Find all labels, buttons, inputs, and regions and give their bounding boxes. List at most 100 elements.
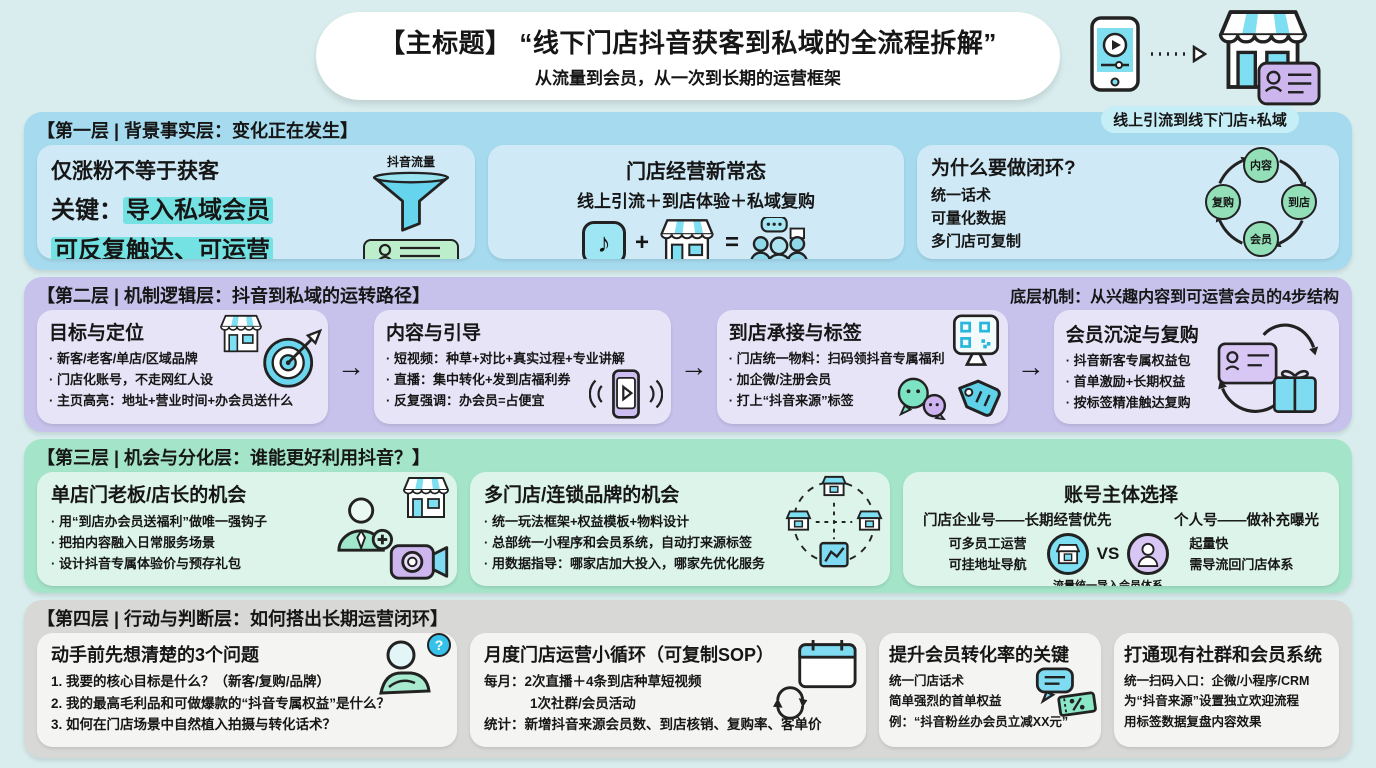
question-item: 1. 我要的核心目标是什么？（新客/复购/品牌） (51, 674, 331, 689)
cycle-node-visit: 到店 (1281, 184, 1317, 220)
card-fans-vs-members: 仅涨粉不等于获客 关键：导入私域会员 可反复触达、可运营 抖音流量 (37, 145, 475, 259)
dotted-arrow-icon (1151, 45, 1207, 63)
key-line: 关键：导入私域会员 (51, 190, 361, 225)
bullet: 抖音新客专属权益包 (1066, 351, 1211, 372)
target-icon (263, 328, 322, 388)
bullet: 统一玩法框架+权益模板+物料设计 (484, 511, 876, 532)
key-prefix: 关键： (51, 197, 123, 224)
bullet: 打上“抖音来源”标签 (729, 391, 996, 412)
card-icons (218, 314, 322, 390)
card-title: 提升会员转化率的关键 (889, 645, 1069, 665)
bullet: 把拍内容融入日常服务场景 (51, 532, 443, 553)
card-title: 单店门老板/店长的机会 (51, 485, 247, 506)
bullet: 短视频：种草+对比+真实过程+专业讲解 (386, 349, 659, 370)
people-group-icon (750, 217, 808, 259)
qr-sign-icon (952, 314, 999, 366)
bullet: 门店化账号，不走网红人设 (49, 370, 316, 391)
person-plus-icon (337, 497, 393, 552)
card-monthly-sop: 月度门店运营小循环（可复制SOP） 每月：2次直播＋4条到店种草短视频 1次社群… (470, 633, 866, 747)
card-title: 动手前先想清楚的3个问题 (51, 645, 260, 665)
statement-line: 仅涨粉不等于获客 (51, 160, 219, 183)
funnel-block: 抖音流量 门店会员卡 (361, 153, 461, 259)
title-banner: 【主标题】 “线下门店抖音获客到私域的全流程拆解” 从流量到会员，从一次到长期的… (316, 12, 1060, 100)
chat-coupon-icon (1035, 667, 1097, 717)
sop-line: 1次社群/会员活动 (530, 695, 636, 711)
layer-4-title: 【第四层 | 行动与判断层：如何搭出长期运营闭环】 (37, 609, 449, 629)
cycle-node-content: 内容 (1243, 147, 1279, 183)
card-title: 门店经营新常态 (626, 161, 766, 183)
card-text: 仅涨粉不等于获客 关键：导入私域会员 可反复触达、可运营 (51, 153, 361, 259)
personal-points: 起量快 需导流回门店体系 (1189, 533, 1293, 576)
page-title: 【主标题】 “线下门店抖音获客到私域的全流程拆解” (379, 28, 997, 58)
bullet: 总部统一小程序和会员系统，自动打来源标签 (484, 532, 876, 553)
calendar-cycle-icon (773, 639, 857, 720)
point: 起量快 (1189, 536, 1229, 551)
question-item: 3. 如何在门店场景中自然植入拍摄与转化话术？ (51, 717, 337, 733)
card-account-choice: 账号主体选择 门店企业号——长期经营优先 个人号——做补充曝光 可多员工运营 可… (903, 472, 1339, 586)
layer-3-cards: 单店门老板/店长的机会 用“到店办会员送福利”做唯一强钩子 把拍内容融入日常服务… (37, 472, 1339, 586)
page-subtitle: 从流量到会员，从一次到长期的运营框架 (535, 69, 841, 88)
bullet: 门店统一物料：扫码领抖音专属福利 (729, 349, 996, 370)
card-title: 目标与定位 (49, 323, 145, 344)
corner-icon-row (1044, 6, 1356, 106)
bullet: 新客/老客/单店/区域品牌 (49, 349, 316, 370)
live-phone-icon (588, 369, 663, 419)
layer-3-title: 【第三层 | 机会与分化层：谁能更好利用抖音？】 (37, 448, 431, 468)
card-subtitle: 线上引流＋到店体验＋私域复购 (577, 192, 815, 211)
member-card-icon (1257, 61, 1321, 106)
system-line: 为“抖音来源”设置独立欢迎流程 (1124, 694, 1300, 709)
card-title: 多门店/连锁品牌的机会 (484, 485, 680, 506)
corner-illustration: 线上引流到线下门店+私域 (1044, 6, 1356, 133)
question-item: 2. 我的最高毛利品和可做爆款的“抖音专属权益”是什么？ (51, 695, 391, 711)
cycle-node-member: 会员 (1243, 221, 1279, 257)
bullet: 加企微/注册会员 (729, 370, 996, 391)
funnel-label: 抖音流量 (386, 155, 435, 169)
layer-3-header: 【第三层 | 机会与分化层：谁能更好利用抖音？】 (37, 444, 1339, 470)
wechat-icon (897, 377, 946, 420)
personal-badge-icon (1127, 533, 1170, 575)
card-title: 账号主体选择 (1063, 485, 1178, 506)
card-new-normal: 门店经营新常态 线上引流＋到店体验＋私域复购 ♪ + (488, 145, 904, 259)
bullet: 设计抖音专属体验价与预存礼包 (51, 553, 443, 574)
flow-arrow: → (1016, 351, 1045, 382)
bullet: 可量化数据 (931, 209, 1007, 227)
card-conversion-key: 提升会员转化率的关键 统一门店话术 简单强烈的首单权益 例：“抖音粉丝办会员立减… (879, 633, 1101, 747)
enterprise-title: 门店企业号——长期经营优先 (923, 513, 1112, 529)
system-line: 统一扫码入口：企微/小程序/CRM (1124, 674, 1310, 688)
card-title: 内容与引导 (386, 323, 482, 344)
card-goal-positioning: 目标与定位 新客/老客/单店/区域品牌 门店化账号，不走网红人设 主页高亮：地址… (37, 310, 328, 424)
layer-3: 【第三层 | 机会与分化层：谁能更好利用抖音？】 单店门老板/店长的机会 用“到… (24, 439, 1352, 593)
enterprise-badge-icon (1046, 533, 1089, 575)
bullet: 首单激励+长期权益 (1066, 372, 1211, 393)
camera-icon (389, 544, 449, 580)
badge-row: VS (1046, 533, 1170, 575)
personal-title: 个人号——做补充曝光 (1174, 513, 1319, 529)
card-three-questions: 动手前先想清楚的3个问题 1. 我要的核心目标是什么？（新客/复购/品牌） 2.… (37, 633, 457, 747)
tag-icon (957, 379, 1001, 417)
formula-icons: ♪ + = (502, 217, 890, 259)
highlight-text: 导入私域会员 (123, 197, 273, 224)
key-line: 统一门店话术 (889, 674, 965, 688)
card-why-loop: 为什么要做闭环? 统一话术 可量化数据 多门店可复制 (917, 145, 1339, 259)
card-text: 为什么要做闭环? 统一话术 可量化数据 多门店可复制 (931, 151, 1205, 254)
card-title: 会员沉淀与复购 (1065, 325, 1199, 347)
account-compare: 可多员工运营 可挂地址导航 VS (917, 533, 1325, 586)
equals-sign: = (725, 229, 740, 256)
store-icon (660, 218, 714, 259)
layer-1-header: 【第一层 | 背景事实层：变化正在发生】 (37, 117, 1339, 143)
layer-4-cards: 动手前先想清楚的3个问题 1. 我要的核心目标是什么？（新客/复购/品牌） 2.… (37, 633, 1339, 747)
bullet: 统一话术 (931, 186, 992, 204)
benefit-line: 可反复触达、可运营 (51, 230, 361, 259)
cycle-diagram-icon: 内容 到店 会员 复购 (1205, 147, 1317, 257)
layer-2-title: 【第二层 | 机制逻辑层：抖音到私域的运转路径】 (37, 286, 431, 306)
bullet: 直播：集中转化+发到店福利券 (386, 370, 659, 391)
card-title: 为什么要做闭环? (931, 157, 1076, 179)
point: 可多员工运营 (948, 536, 1027, 551)
bullet: 用“到店办会员送福利”做唯一强钩子 (51, 511, 443, 532)
enterprise-points: 可多员工运营 可挂地址导航 (949, 533, 1027, 576)
system-line: 用标签数据复盘内容效果 (1124, 714, 1262, 729)
point: 可挂地址导航 (948, 557, 1027, 573)
layer-1-cards: 仅涨粉不等于获客 关键：导入私域会员 可反复触达、可运营 抖音流量 (37, 145, 1339, 259)
card-member-repurchase: 会员沉淀与复购 抖音新客专属权益包 首单激励+长期权益 按标签精准触达复购 (1053, 310, 1339, 424)
